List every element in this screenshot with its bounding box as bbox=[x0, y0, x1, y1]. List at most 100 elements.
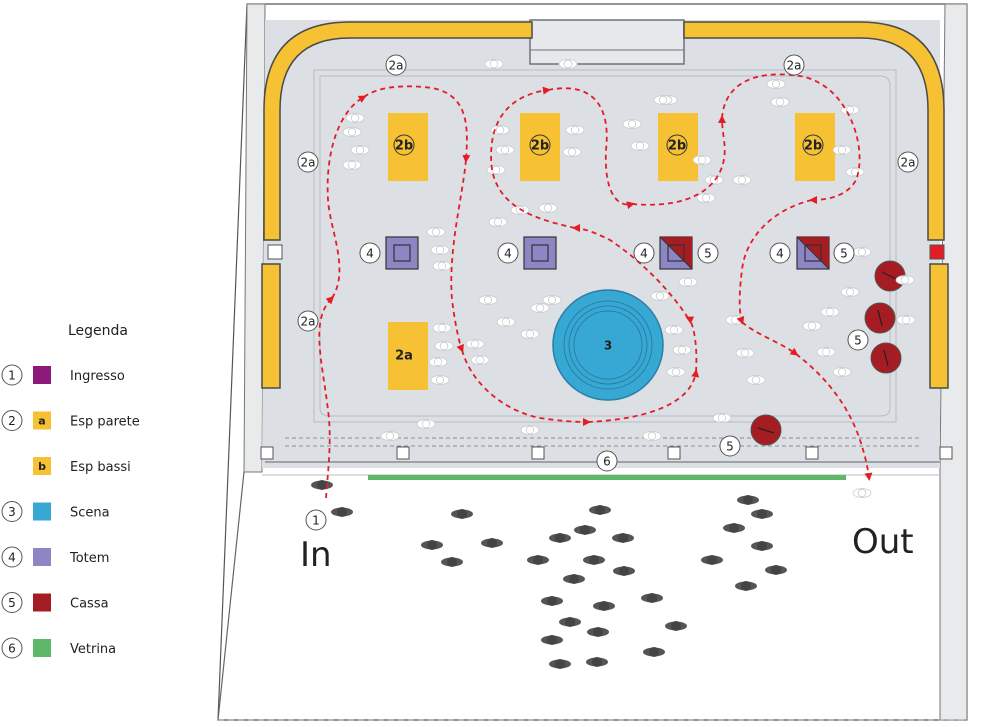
label-text: 2b bbox=[804, 139, 822, 154]
label-low: 2b bbox=[802, 134, 824, 156]
label-text: 2b bbox=[395, 139, 413, 154]
label-wall: 2a bbox=[783, 54, 805, 76]
totem bbox=[523, 236, 557, 270]
front-posts bbox=[260, 446, 953, 460]
label-text: 2a bbox=[901, 156, 916, 170]
low-display bbox=[795, 113, 835, 181]
label-wall: 2a bbox=[897, 151, 919, 173]
label-text: 2a bbox=[395, 349, 413, 364]
label-text: 4 bbox=[776, 247, 784, 261]
cassa-disc bbox=[870, 342, 902, 374]
stage-scena bbox=[552, 289, 664, 401]
low-display bbox=[658, 113, 698, 181]
label-totem: 4 bbox=[497, 242, 519, 264]
cassa-disc bbox=[750, 414, 782, 446]
legend-label: Totem bbox=[69, 551, 109, 566]
label-wall: 2a bbox=[297, 151, 319, 173]
legend-swatch bbox=[33, 411, 51, 430]
label-text: 2a bbox=[301, 156, 316, 170]
legend-number: 4 bbox=[8, 551, 16, 565]
legend-label: Scena bbox=[70, 506, 110, 521]
legend-item: 3 Scena bbox=[1, 501, 110, 522]
label-totem: 4 bbox=[769, 242, 791, 264]
label-low: 2b bbox=[666, 134, 688, 156]
totem-with-cassa bbox=[659, 236, 693, 270]
label-wall: 2a bbox=[385, 54, 407, 76]
cassa-disc bbox=[874, 260, 906, 292]
legend-number: 1 bbox=[8, 369, 16, 383]
label-text: 6 bbox=[603, 455, 611, 469]
label-text: 5 bbox=[704, 247, 712, 261]
label-cassa: 5 bbox=[847, 329, 869, 351]
label-ingresso: 1 bbox=[305, 509, 327, 531]
legend-item: b Esp bassi bbox=[33, 457, 131, 475]
legend-item: 6 Vetrina bbox=[1, 637, 116, 659]
legend-number-badge bbox=[1, 501, 23, 522]
legend-number-badge bbox=[1, 364, 23, 386]
totems bbox=[385, 236, 830, 270]
in-label: In bbox=[300, 535, 332, 575]
shop-floor bbox=[262, 20, 940, 468]
legend-item: 5 Cassa bbox=[1, 592, 109, 613]
label-text: 4 bbox=[504, 247, 512, 261]
low-display-front bbox=[388, 322, 428, 390]
legend-label: Esp bassi bbox=[70, 460, 131, 475]
label-text: 2b bbox=[668, 139, 686, 154]
label-cassa: 5 bbox=[833, 242, 855, 264]
totem bbox=[385, 236, 419, 270]
cassa-stations bbox=[750, 260, 906, 446]
legend-swatch bbox=[33, 593, 51, 612]
label-text: 5 bbox=[840, 247, 848, 261]
legend-item: 2 a Esp parete bbox=[1, 410, 140, 431]
legend-sub: b bbox=[38, 460, 46, 473]
cassa-disc bbox=[864, 302, 896, 334]
legend: Legenda 1 Ingresso 2 a Esp parete b Esp bassi 3… bbox=[1, 323, 140, 659]
totem-with-cassa bbox=[796, 236, 830, 270]
back-door bbox=[529, 19, 685, 65]
label-text: 2a bbox=[301, 315, 316, 329]
customer-path bbox=[318, 73, 873, 499]
legend-number: 3 bbox=[8, 505, 16, 519]
legend-number: 5 bbox=[8, 596, 16, 610]
legend-label: Vetrina bbox=[70, 642, 116, 657]
legend-swatch bbox=[33, 548, 51, 566]
label-text: 1 bbox=[312, 514, 320, 528]
label-text: 4 bbox=[366, 247, 374, 261]
label-text: 2a bbox=[787, 59, 802, 73]
label-text: 4 bbox=[640, 247, 648, 261]
legend-swatch bbox=[33, 457, 51, 475]
label-text: 5 bbox=[726, 440, 734, 454]
label-low-front: 2a bbox=[395, 349, 413, 364]
label-cassa: 5 bbox=[697, 242, 719, 264]
low-display bbox=[520, 113, 560, 181]
legend-swatch bbox=[33, 639, 51, 657]
label-wall: 2a bbox=[297, 310, 319, 332]
label-text: 2b bbox=[531, 139, 549, 154]
legend-label: Cassa bbox=[70, 597, 109, 612]
plan-labels: 2a 2a 2a 2a 2a 2b 2b 2b 2b 2a 3 4 4 4 4 5 5 5 5 6 1 bbox=[297, 54, 919, 531]
legend-item: 4 Totem bbox=[1, 546, 109, 568]
legend-number-badge bbox=[1, 637, 23, 659]
legend-title: Legenda bbox=[68, 323, 128, 339]
legend-label: Esp parete bbox=[70, 415, 140, 430]
wall-display bbox=[261, 21, 949, 389]
legend-number-badge bbox=[1, 410, 23, 431]
label-low: 2b bbox=[529, 134, 551, 156]
legend-items: 1 Ingresso 2 a Esp parete b Esp bassi 3 Scena 4 To… bbox=[1, 364, 140, 659]
label-text: 3 bbox=[604, 339, 612, 353]
label-totem: 4 bbox=[359, 242, 381, 264]
label-low: 2b bbox=[393, 134, 415, 156]
label-cassa: 5 bbox=[719, 435, 741, 457]
legend-sub: a bbox=[38, 415, 45, 428]
legend-swatch bbox=[33, 502, 51, 521]
legend-number-badge bbox=[1, 546, 23, 568]
vetrina bbox=[368, 475, 846, 480]
label-totem: 4 bbox=[633, 242, 655, 264]
legend-label: Ingresso bbox=[70, 369, 125, 384]
legend-number: 6 bbox=[8, 642, 16, 656]
label-stage: 3 bbox=[604, 339, 612, 353]
legend-swatch bbox=[33, 366, 51, 384]
legend-item: 1 Ingresso bbox=[1, 364, 125, 386]
legend-number: 2 bbox=[8, 414, 16, 428]
